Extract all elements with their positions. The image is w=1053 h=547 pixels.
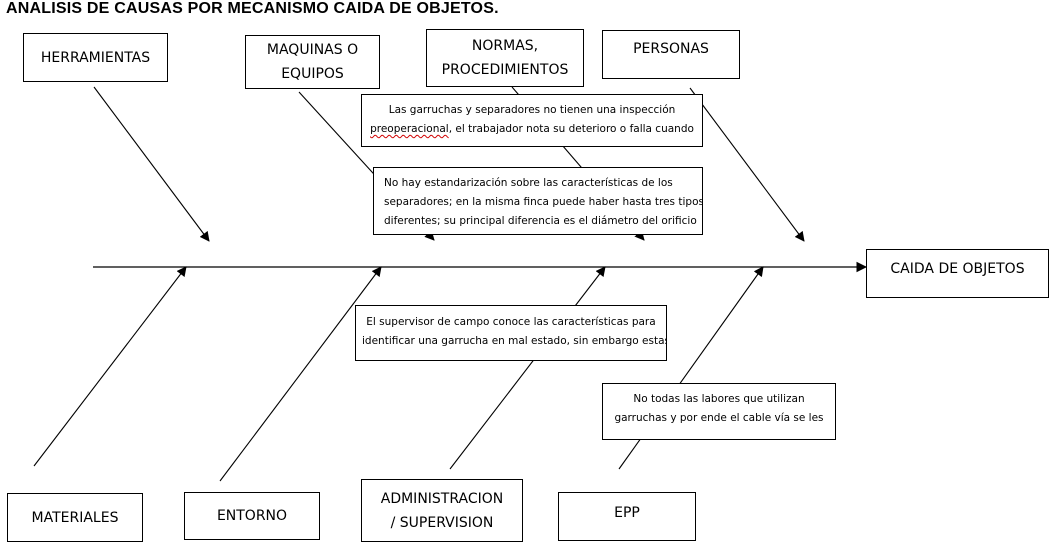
category-entorno: ENTORNO xyxy=(184,492,320,540)
category-normas-label-1: NORMAS, xyxy=(471,38,539,54)
note-estandarizacion-line-3: diferentes; su principal diferencia es e… xyxy=(384,215,697,227)
note-supervisor: El supervisor de campo conoce las caract… xyxy=(355,305,667,361)
note-inspeccion-line-2: preoperacional, el trabajador nota su de… xyxy=(368,120,696,139)
category-maquinas-label-1: MAQUINAS O xyxy=(266,42,359,58)
note-supervisor-line-2: identificar una garrucha en mal estado, … xyxy=(362,335,667,347)
category-herramientas: HERRAMIENTAS xyxy=(23,33,168,82)
category-administracion-label-2: / SUPERVISION xyxy=(390,514,494,531)
note-inspeccion-misspelled-word: preoperacional xyxy=(370,123,449,135)
note-labores: No todas las labores que utilizan garruc… xyxy=(602,383,836,440)
bone-entorno xyxy=(219,266,382,482)
note-estandarizacion-line-2: separadores; en la misma finca puede hab… xyxy=(384,196,703,208)
note-labores-line-1: No todas las labores que utilizan xyxy=(633,393,805,405)
note-supervisor-line-1: El supervisor de campo conoce las caract… xyxy=(366,316,656,328)
note-estandarizacion: No hay estandarización sobre las caracte… xyxy=(373,167,703,235)
bone-herramientas xyxy=(93,86,210,242)
note-labores-line-2: garruchas y por ende el cable vía se les xyxy=(614,412,824,424)
effect-label: CAIDA DE OBJETOS xyxy=(890,261,1025,277)
note-inspeccion-line-2-rest: , el trabajador nota su deterioro o fall… xyxy=(448,123,694,135)
category-maquinas: MAQUINAS O EQUIPOS xyxy=(245,35,380,89)
category-normas-label-2: PROCEDIMIENTOS xyxy=(441,62,569,78)
bone-materiales xyxy=(33,266,187,467)
note-estandarizacion-line-1: No hay estandarización sobre las caracte… xyxy=(384,177,673,189)
category-personas: PERSONAS xyxy=(602,30,740,79)
category-epp: EPP xyxy=(558,492,696,541)
category-entorno-label: ENTORNO xyxy=(216,508,288,524)
effect-box: CAIDA DE OBJETOS xyxy=(866,249,1049,298)
note-inspeccion: Las garruchas y separadores no tienen un… xyxy=(361,94,703,147)
category-normas: NORMAS, PROCEDIMIENTOS xyxy=(426,29,584,87)
category-administracion: ADMINISTRACION / SUPERVISION xyxy=(361,479,523,542)
category-epp-label: EPP xyxy=(614,505,640,521)
category-personas-label: PERSONAS xyxy=(633,41,709,57)
bone-administracion xyxy=(449,266,606,470)
category-herramientas-label: HERRAMIENTAS xyxy=(40,49,151,66)
category-materiales: MATERIALES xyxy=(7,493,143,542)
category-maquinas-label-2: EQUIPOS xyxy=(281,66,344,82)
bone-personas xyxy=(689,87,805,242)
note-inspeccion-line-1: Las garruchas y separadores no tienen un… xyxy=(388,104,676,116)
page-title: ANALISIS DE CAUSAS POR MECANISMO CAIDA D… xyxy=(6,0,499,17)
category-administracion-label-1: ADMINISTRACION xyxy=(380,490,504,507)
category-materiales-label: MATERIALES xyxy=(31,509,119,526)
